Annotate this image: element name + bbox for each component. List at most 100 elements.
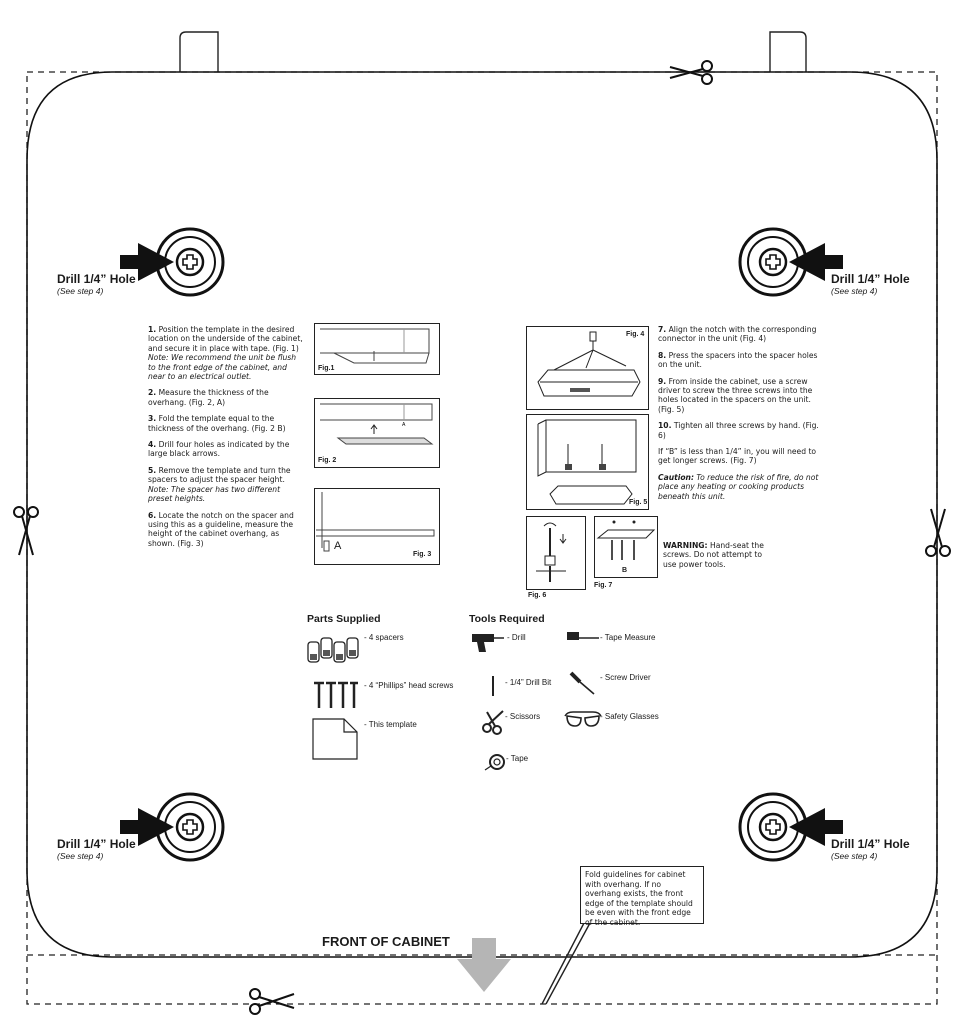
step-2: 2. Measure the thickness of the overhang… xyxy=(148,388,306,407)
caution-label: Caution: xyxy=(658,472,694,482)
step-4: 4. Drill four holes as indicated by the … xyxy=(148,440,306,459)
tools-title: Tools Required xyxy=(469,613,545,625)
drill-label-title: Drill 1/4” Hole xyxy=(831,272,910,286)
fold-guideline-note: Fold guidelines for cabinet with overhan… xyxy=(580,866,704,927)
step-7: 7. Align the notch with the correspondin… xyxy=(658,325,826,344)
fig-6-label: Fig. 6 xyxy=(528,592,547,599)
tools-item-scissors: - Scissors xyxy=(505,712,541,721)
step-text: Tighten all three screws by hand. (Fig. … xyxy=(658,421,819,440)
fig-4-illustration xyxy=(526,326,649,410)
step-text: Align the notch with the corresponding c… xyxy=(658,325,817,344)
drill-label-top-right: Drill 1/4” Hole (See step 4) xyxy=(831,272,910,296)
scissors-tool-icon xyxy=(482,710,504,735)
tools-item-tape: - Tape xyxy=(506,754,529,763)
fig-7-illustration xyxy=(594,516,658,578)
parts-title: Parts Supplied xyxy=(307,613,381,625)
fig-6-illustration xyxy=(526,516,586,590)
drill-label-title: Drill 1/4” Hole xyxy=(57,837,136,851)
step-number: 7. xyxy=(658,325,667,334)
tools-item-screwdriver: - Screw Driver xyxy=(600,673,651,682)
drill-label-sub: (See step 4) xyxy=(831,851,878,861)
warning-note: WARNING: Hand-seat the screws. Do not at… xyxy=(663,541,773,569)
steps-left: 1. Position the template in the desired … xyxy=(148,325,306,555)
fig-1-illustration xyxy=(314,323,440,375)
fold-note-leader xyxy=(541,922,591,1005)
step-number: 2. xyxy=(148,388,157,398)
drill-label-sub: (See step 4) xyxy=(831,286,878,296)
step-text: Drill four holes as indicated by the lar… xyxy=(148,440,290,459)
drill-label-bottom-right: Drill 1/4” Hole (See step 4) xyxy=(831,837,910,861)
step-10: 10. Tighten all three screws by hand. (F… xyxy=(658,421,826,440)
drill-hole-bottom-left xyxy=(120,792,225,862)
down-arrow-icon xyxy=(457,938,511,992)
drill-hole-top-left xyxy=(120,227,225,297)
step-number: 10. xyxy=(658,421,672,431)
fig-5-illustration xyxy=(526,414,649,510)
fig-2-label: Fig. 2 xyxy=(318,457,337,464)
step-number: 6. xyxy=(148,510,157,520)
drill-hole-bottom-right xyxy=(738,792,843,862)
step-1: 1. Position the template in the desired … xyxy=(148,325,306,381)
drill-hole-top-right xyxy=(738,227,843,297)
screwdriver-icon xyxy=(569,671,595,695)
fig-5-label: Fig. 5 xyxy=(629,499,648,506)
step-5: 5. Remove the template and turn the spac… xyxy=(148,466,306,504)
safety-glasses-icon xyxy=(564,711,602,727)
drill-label-title: Drill 1/4” Hole xyxy=(831,837,910,851)
fig-7-marker: B xyxy=(622,567,628,574)
tools-item-drill: - Drill xyxy=(507,633,526,642)
parts-item-screws: - 4 “Phillips” head screws xyxy=(364,681,454,690)
step-number: 8. xyxy=(658,350,667,360)
fig-3-label: Fig. 3 xyxy=(413,551,432,558)
step-text: From inside the cabinet, use a screw dri… xyxy=(658,376,813,414)
steps-right: 7. Align the notch with the correspondin… xyxy=(658,325,826,508)
fig-3-illustration xyxy=(314,488,440,565)
step-text: Locate the notch on the spacer and using… xyxy=(148,510,294,548)
spacers-icon xyxy=(307,637,359,663)
caution: Caution: To reduce the risk of fire, do … xyxy=(658,473,826,501)
drill-label-top-left: Drill 1/4” Hole (See step 4) xyxy=(57,272,136,296)
step-number: 5. xyxy=(148,465,157,475)
step-8: 8. Press the spacers into the spacer hol… xyxy=(658,351,826,370)
step-9: 9. From inside the cabinet, use a screw … xyxy=(658,377,826,415)
step-text: Fold the template equal to the thickness… xyxy=(148,414,286,433)
caution-text: To reduce the risk of fire, do not place… xyxy=(658,472,819,501)
step-number: 1. xyxy=(148,325,157,334)
step-text: Position the template in the desired loc… xyxy=(148,325,303,353)
drill-bit-icon xyxy=(492,676,494,696)
scissors-icon-left xyxy=(13,506,39,556)
warning-label: WARNING: xyxy=(663,541,708,550)
drill-label-title: Drill 1/4” Hole xyxy=(57,272,136,286)
fig-7-label: Fig. 7 xyxy=(594,582,613,589)
step-3: 3. Fold the template equal to the thickn… xyxy=(148,414,306,433)
drill-label-sub: (See step 4) xyxy=(57,851,104,861)
scissors-icon-right xyxy=(925,508,951,557)
fig-4-label: Fig. 4 xyxy=(626,331,645,338)
tape-icon xyxy=(484,754,505,771)
front-of-cabinet-label: FRONT OF CABINET xyxy=(322,934,450,949)
drill-label-sub: (See step 4) xyxy=(57,286,104,296)
template-icon xyxy=(312,718,358,760)
tools-item-tape-measure: - Tape Measure xyxy=(600,633,656,642)
drill-label-bottom-left: Drill 1/4” Hole (See step 4) xyxy=(57,837,136,861)
svg-text:A: A xyxy=(402,422,406,428)
step-number: 4. xyxy=(148,440,157,450)
step-number: 9. xyxy=(658,376,667,386)
step-number: 3. xyxy=(148,414,157,424)
step-text: If “B” is less than 1/4” in, you will ne… xyxy=(658,447,817,466)
tools-item-safety-glasses: - Safety Glasses xyxy=(600,712,659,721)
fig-1-label: Fig.1 xyxy=(318,365,335,372)
step-6: 6. Locate the notch on the spacer and us… xyxy=(148,511,306,549)
step-text: Press the spacers into the spacer holes … xyxy=(658,350,818,370)
warning-text: Hand-seat the screws. Do not attempt to … xyxy=(663,541,764,569)
tape-measure-icon xyxy=(567,632,599,640)
step-b-note: If “B” is less than 1/4” in, you will ne… xyxy=(658,447,826,466)
step-note: Note: We recommend the unit be flush to … xyxy=(148,353,297,382)
step-note: Note: The spacer has two different prese… xyxy=(148,484,281,504)
parts-item-spacers: - 4 spacers xyxy=(364,633,404,642)
fig-2-illustration: A xyxy=(314,398,440,468)
step-text: Remove the template and turn the spacers… xyxy=(148,465,291,485)
parts-item-template: - This template xyxy=(364,720,417,729)
drill-icon xyxy=(472,634,504,652)
